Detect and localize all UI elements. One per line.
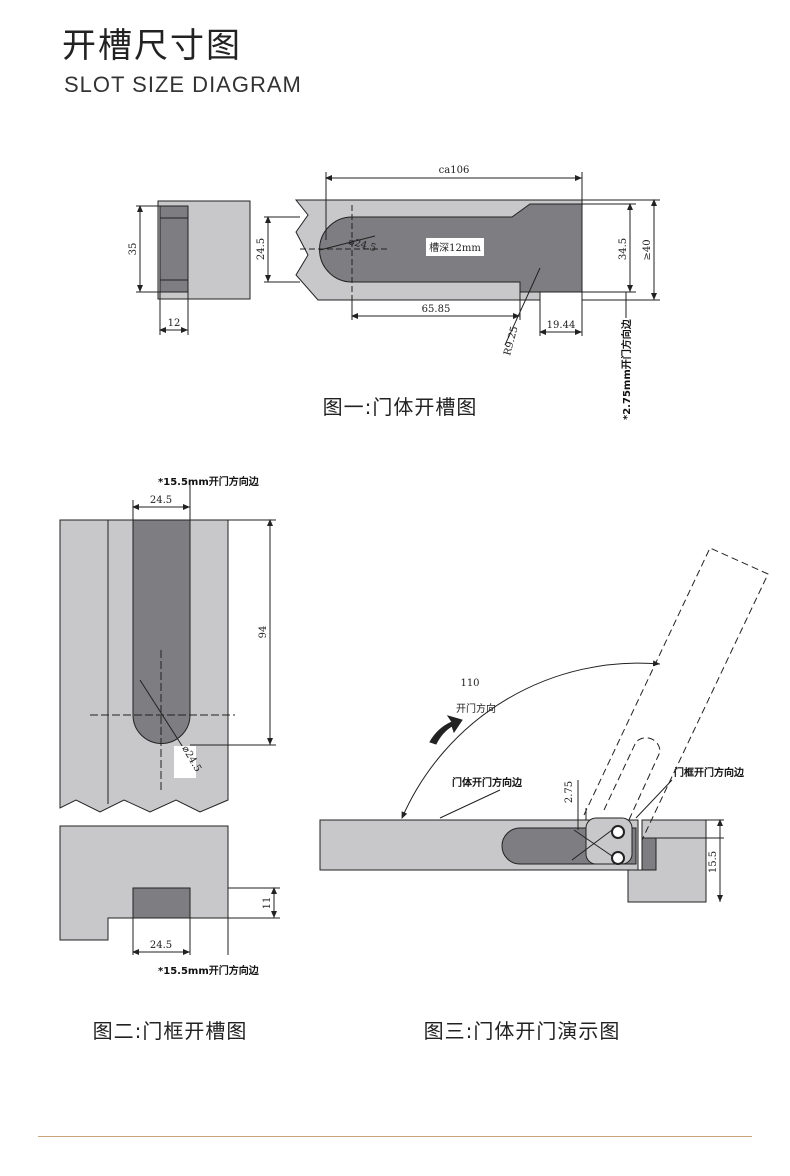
figure-1-labels: ca106 35 12 24.5 ⌀24.5 槽深12mm 65.85 R9.2… [128, 165, 653, 420]
demo-door-open [583, 547, 769, 841]
dim-total-length: ca106 [439, 165, 470, 176]
page-subtitle: SLOT SIZE DIAGRAM [64, 72, 302, 97]
note-15-5-top: *15.5mm开门方向边 [158, 475, 260, 488]
note-frame-edge: 门框开门方向边 [674, 766, 745, 779]
figure-3 [319, 547, 769, 903]
dim-height-94: 94 [258, 626, 269, 639]
label-direction: 开门方向 [456, 702, 496, 715]
diameter-box [174, 746, 196, 778]
demo-frame [627, 819, 707, 903]
dim-length-65-85: 65.85 [422, 304, 451, 315]
frame-slot [132, 519, 191, 744]
figure-3-caption: 图三:门体开门演示图 [424, 1019, 621, 1043]
note-15-5-bottom: *15.5mm开门方向边 [158, 964, 260, 977]
figure-1 [136, 172, 660, 346]
dim-depth-11: 11 [262, 897, 273, 910]
frame-slot-bottom [132, 887, 191, 919]
dim-length-19-44: 19.44 [547, 320, 576, 331]
dim-width-12: 12 [168, 318, 181, 329]
slot-depth-box [426, 238, 484, 256]
note-2-75: *2.75mm开门方向边 [620, 318, 633, 420]
figure-2-caption: 图二:门框开槽图 [93, 1019, 248, 1043]
dim-min-40: ≥40 [642, 239, 653, 260]
note-door-edge: 门体开门方向边 [452, 776, 523, 789]
demo-hinge [585, 817, 633, 865]
dim-height-34-5: 34.5 [618, 238, 629, 260]
dim-slot-depth: 槽深12mm [429, 241, 481, 254]
hinge-pin-1 [611, 825, 625, 839]
figure-2-labels: *15.5mm开门方向边 24.5 94 ⌀24.5 11 24.5 *15.5… [93, 475, 273, 1043]
figure-1-caption: 图一:门体开槽图 [323, 395, 478, 419]
dim-angle: 110 [460, 678, 479, 689]
figure-2 [59, 482, 280, 955]
dim-width-bottom: 24.5 [150, 940, 172, 951]
door-end-slot [159, 205, 189, 293]
direction-arrow-icon [429, 715, 463, 745]
frame-body-bottom [59, 825, 229, 941]
dim-width-top: 24.5 [150, 495, 172, 506]
dim-offset: 2.75 [564, 781, 575, 803]
bottom-divider [38, 1136, 752, 1137]
dim-radius: R9.25 [502, 325, 520, 357]
demo-door-open-slot [603, 737, 661, 823]
dim-height-35: 35 [128, 243, 139, 256]
dim-height-24-5: 24.5 [256, 238, 267, 260]
dim-height-15-5: 15.5 [708, 851, 719, 873]
figure-3-labels: 110 开门方向 门体开门方向边 门框开门方向边 2.75 15.5 图三:门体… [424, 678, 745, 1043]
page-title: 开槽尺寸图 [62, 26, 242, 66]
hinge-pin-2 [611, 851, 625, 865]
